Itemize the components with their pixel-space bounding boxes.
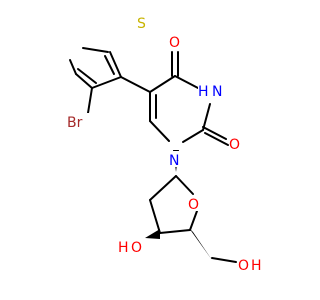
bond (75, 73, 93, 89)
bond (91, 76, 122, 89)
bonds (69, 47, 237, 263)
atom-n3: N (212, 84, 222, 100)
bond (87, 87, 93, 114)
bond (189, 210, 198, 231)
bond (202, 126, 227, 140)
bond (82, 47, 109, 53)
atom-br: Br (67, 115, 83, 131)
bond (175, 175, 194, 195)
bond (69, 59, 77, 75)
bond (204, 132, 229, 146)
bond (149, 175, 177, 201)
bond (149, 199, 161, 234)
atom-n1: N (169, 153, 179, 169)
bond (202, 103, 211, 131)
bond (77, 68, 97, 84)
bond (211, 257, 237, 263)
atom-o-3-hydroxyl: O (131, 240, 142, 256)
bond (109, 51, 122, 78)
atom-o-ring: O (188, 197, 199, 213)
bond (120, 76, 151, 93)
wedge-bond (145, 229, 160, 239)
bond (149, 75, 176, 93)
bond (149, 120, 170, 142)
atom-h-3-hydroxyl: H (118, 240, 129, 256)
hashed-bond (189, 228, 212, 260)
molecule-structure: S Br O H N O N O H O O H (67, 14, 264, 274)
atom-h-5-hydroxyl: H (251, 258, 262, 274)
atom-h-n3: H (198, 84, 209, 100)
atom-labels: S Br O H N O N O H O O H (67, 14, 264, 274)
bond (159, 229, 191, 234)
bond (104, 55, 115, 75)
atom-o-c4: O (169, 35, 180, 51)
atom-o-5-hydroxyl: O (238, 258, 249, 274)
atom-s: S (137, 16, 146, 32)
bond (182, 129, 204, 143)
bond (174, 75, 199, 89)
atom-o-c2: O (229, 137, 240, 153)
